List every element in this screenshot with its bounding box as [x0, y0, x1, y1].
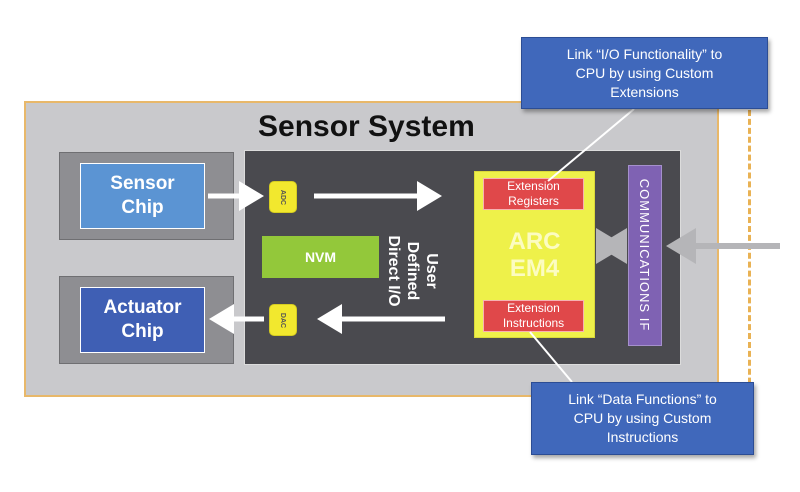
actuator-chip: Actuator Chip	[80, 287, 205, 353]
io-callout-leader	[547, 108, 635, 182]
data-functions-callout: Link “Data Functions” to CPU by using Cu…	[531, 382, 754, 455]
dashed-boundary-line	[748, 110, 751, 455]
data-callout-leader	[529, 331, 573, 383]
arc-em4-label: ARC EM4	[508, 228, 561, 282]
extension-registers-block: Extension Registers	[483, 178, 584, 210]
dac-block: DAC	[269, 304, 297, 336]
adc-block: ADC	[269, 181, 297, 213]
io-functionality-callout: Link “I/O Functionality” to CPU by using…	[521, 37, 768, 109]
sensor-chip: Sensor Chip	[80, 163, 205, 229]
nvm-block: NVM	[262, 236, 379, 278]
extension-instructions-block: Extension Instructions	[483, 300, 584, 332]
sensor-system-title: Sensor System	[258, 110, 475, 143]
communications-if-block	[628, 165, 662, 346]
